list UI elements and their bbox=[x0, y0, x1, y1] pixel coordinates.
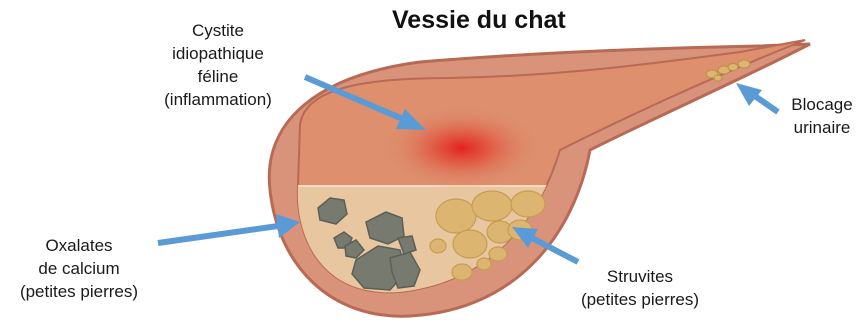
label-struvites-line: Struvites bbox=[560, 265, 720, 288]
label-oxalates: Oxalates de calcium (petites pierres) bbox=[4, 234, 154, 303]
label-oxalates-line: Oxalates bbox=[4, 234, 154, 257]
label-blockage-line: Blocage bbox=[782, 93, 862, 116]
arrow-blockage bbox=[736, 83, 778, 112]
label-oxalates-line: de calcium bbox=[4, 257, 154, 280]
label-blockage: Blocage urinaire bbox=[782, 93, 862, 139]
label-cystitis-line: Cystite bbox=[148, 19, 288, 42]
label-cystitis: Cystite idiopathique féline (inflammatio… bbox=[148, 19, 288, 111]
label-cystitis-line: féline bbox=[148, 65, 288, 88]
label-struvites-line: (petites pierres) bbox=[560, 288, 720, 311]
arrow-oxalates bbox=[158, 214, 300, 243]
label-oxalates-line: (petites pierres) bbox=[4, 280, 154, 303]
label-cystitis-line: (inflammation) bbox=[148, 88, 288, 111]
page-title: Vessie du chat bbox=[392, 6, 566, 35]
label-blockage-line: urinaire bbox=[782, 116, 862, 139]
label-struvites: Struvites (petites pierres) bbox=[560, 265, 720, 311]
label-cystitis-line: idiopathique bbox=[148, 42, 288, 65]
